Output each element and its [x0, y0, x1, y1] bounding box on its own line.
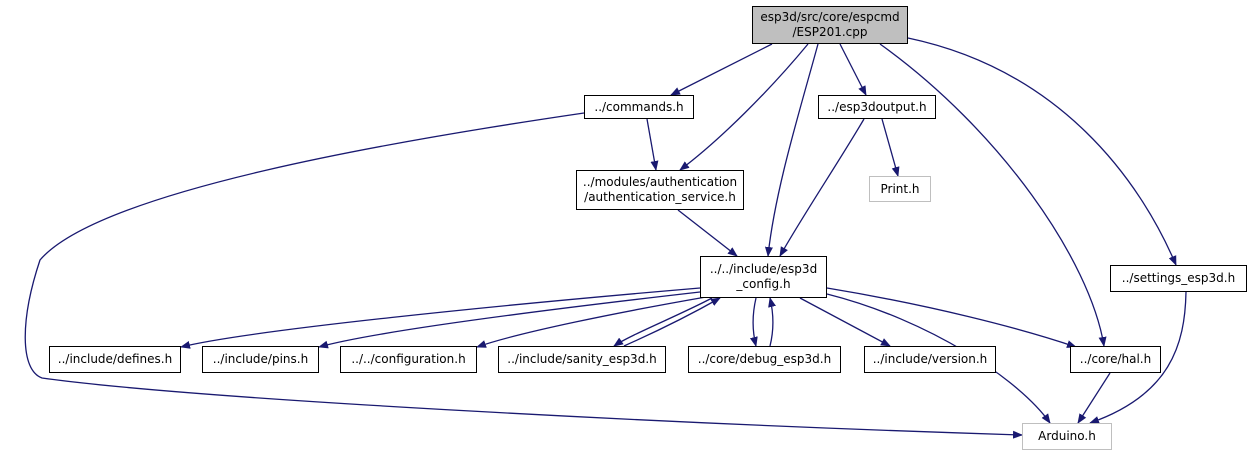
node-esp3d-config-h-line-2: _config.h [736, 277, 791, 291]
edge-commands-to-arduino [24, 112, 1023, 439]
node-esp3d-config-h[interactable]: ../../include/esp3d _config.h [700, 256, 827, 298]
node-configuration-h-label: ../../configuration.h [351, 352, 466, 366]
node-commands-h-label: ../commands.h [594, 99, 684, 114]
node-commands-h[interactable]: ../commands.h [584, 95, 694, 119]
node-esp201-cpp-line-1: esp3d/src/core/espcmd [760, 10, 900, 24]
edge-esp201-to-auth [679, 43, 809, 171]
node-configuration-h[interactable]: ../../configuration.h [340, 346, 477, 373]
node-defines-h[interactable]: ../include/defines.h [49, 346, 181, 373]
node-esp3doutput-h[interactable]: ../esp3doutput.h [818, 95, 936, 119]
node-authentication-service-h-line-2: /authentication_service.h [584, 190, 736, 204]
node-esp3d-config-h-line-1: ../../include/esp3d [709, 262, 818, 276]
node-authentication-service-h-line-1: ../modules/authentication [582, 175, 738, 189]
edge-esp3doutput-to-print [881, 118, 900, 177]
node-arduino-h: Arduino.h [1022, 423, 1112, 450]
node-pins-h[interactable]: ../include/pins.h [202, 346, 319, 373]
node-defines-h-label: ../include/defines.h [57, 352, 173, 366]
node-version-h[interactable]: ../include/version.h [864, 346, 996, 373]
edge-config-to-configuration [476, 296, 707, 348]
edge-config-to-defines [180, 287, 701, 349]
node-sanity-esp3d-h[interactable]: ../include/sanity_esp3d.h [498, 346, 666, 373]
node-hal-h[interactable]: ../core/hal.h [1070, 346, 1161, 373]
node-debug-esp3d-h-label: ../core/debug_esp3d.h [697, 352, 832, 366]
node-settings-esp3d-h[interactable]: ../settings_esp3d.h [1110, 265, 1247, 292]
node-print-h: Print.h [869, 176, 931, 202]
node-version-h-label: ../include/version.h [872, 352, 988, 366]
node-esp3doutput-h-label: ../esp3doutput.h [827, 99, 927, 114]
edge-esp201-to-settings [907, 37, 1177, 266]
edge-config-to-pins [318, 291, 701, 349]
edge-settings-to-arduino [1089, 291, 1187, 424]
node-hal-h-label: ../core/hal.h [1079, 352, 1152, 366]
edge-esp201-to-commands [670, 43, 773, 96]
node-settings-esp3d-h-label: ../settings_esp3d.h [1121, 271, 1236, 285]
edge-auth-to-config [677, 209, 738, 257]
node-arduino-h-label: Arduino.h [1038, 429, 1096, 443]
edge-hal-to-arduino [1077, 372, 1111, 424]
node-authentication-service-h[interactable]: ../modules/authentication /authenticatio… [576, 170, 744, 210]
edge-esp3doutput-to-config [779, 118, 865, 257]
edge-sanity-to-config [623, 297, 721, 347]
node-sanity-esp3d-h-label: ../include/sanity_esp3d.h [507, 352, 657, 366]
edge-esp201-to-esp3doutput [839, 43, 867, 96]
edge-commands-to-auth [646, 118, 659, 171]
node-debug-esp3d-h[interactable]: ../core/debug_esp3d.h [688, 346, 841, 373]
edge-config-to-sanity [613, 297, 713, 347]
node-print-h-label: Print.h [880, 181, 920, 196]
edge-debug-to-config [768, 297, 776, 347]
node-pins-h-label: ../include/pins.h [212, 352, 309, 366]
edge-esp201-to-config [764, 43, 819, 257]
edge-esp201-to-hal [879, 43, 1107, 347]
edge-config-to-hal [826, 287, 1077, 348]
node-esp201-cpp-line-2: /ESP201.cpp [792, 25, 868, 39]
edge-config-to-version [799, 297, 891, 347]
edge-config-to-debug [749, 297, 758, 347]
node-esp201-cpp: esp3d/src/core/espcmd /ESP201.cpp [752, 6, 908, 44]
